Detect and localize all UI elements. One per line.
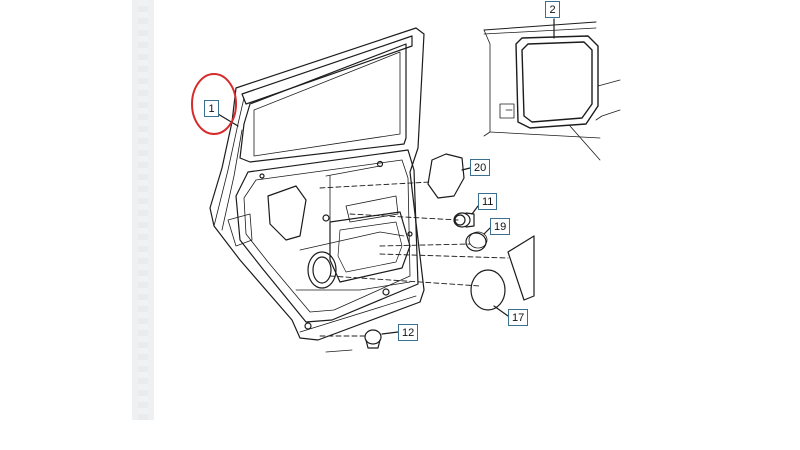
leader-12: [381, 331, 399, 335]
part-20-pad: [427, 153, 465, 199]
leader-19: [483, 227, 491, 235]
callout-12: 12: [398, 324, 419, 341]
callout-19: 19: [490, 218, 511, 235]
part-12-clip: [364, 329, 382, 349]
rear-door-assembly: [209, 27, 425, 353]
callout-2: 2: [545, 1, 560, 18]
part-11-grommet: [453, 212, 475, 228]
leader-11: [471, 205, 479, 215]
callout-11: 11: [478, 193, 498, 210]
page-left-strip: [132, 0, 154, 420]
inset-weatherstrip: [483, 21, 621, 161]
highlight-circle: [191, 73, 237, 135]
dashed-leader-lines: [319, 181, 509, 337]
leader-1: [217, 113, 239, 127]
callout-1: 1: [204, 100, 219, 117]
leader-17: [493, 305, 509, 317]
part-19-plug: [465, 231, 488, 252]
callout-17: 17: [508, 309, 529, 326]
part-17-plug: [470, 269, 506, 311]
callout-20: 20: [470, 159, 491, 176]
part-panel-sheet: [507, 235, 535, 301]
leader-20: [461, 167, 471, 171]
